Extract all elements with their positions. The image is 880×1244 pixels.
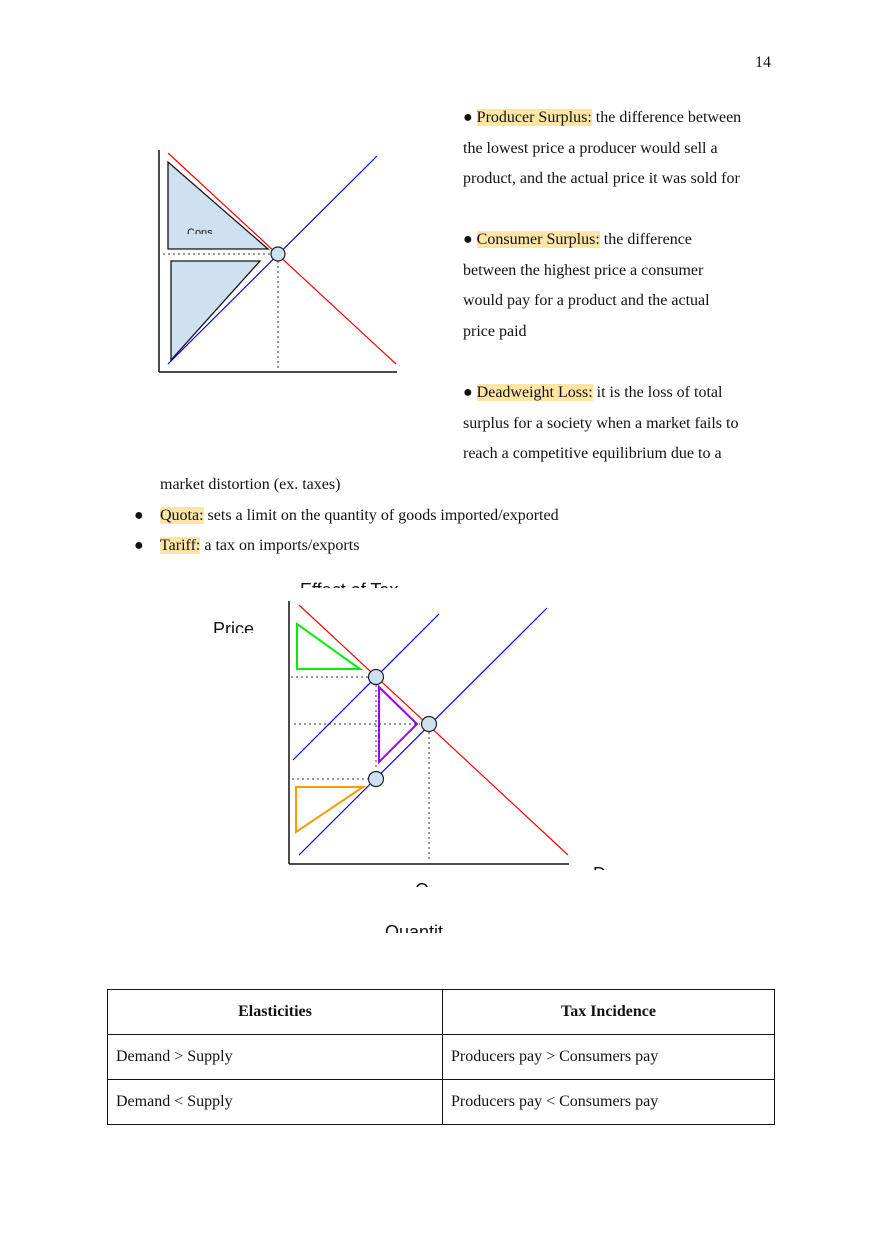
diagram-title: Effect of Tax <box>300 580 398 588</box>
term-tariff: Tariff: <box>160 537 201 554</box>
tax-incidence-table: Elasticities Tax Incidence Demand > Supp… <box>107 989 775 1125</box>
page-number: 14 <box>755 54 771 71</box>
producer-surplus-triangle <box>170 260 262 362</box>
bullet-producer-surplus: ● Producer Surplus: the difference betwe… <box>463 109 742 126</box>
text-line: would pay for a product and the actual <box>463 292 710 309</box>
tax-diagram <box>288 601 569 865</box>
term-producer-surplus: Producer Surplus: <box>476 109 592 126</box>
d-label: D <box>593 864 606 870</box>
term-consumer-surplus: Consumer Surplus: <box>476 231 600 248</box>
bullet-consumer-surplus: ● Consumer Surplus: the difference <box>463 231 692 248</box>
table-header-row: Elasticities Tax Incidence <box>107 989 775 1035</box>
bullet-quota: ●Quota: sets a limit on the quantity of … <box>134 507 559 524</box>
text-line: the lowest price a producer would sell a <box>463 140 718 157</box>
buyer-price-point <box>367 668 385 686</box>
equilibrium-point <box>270 246 286 262</box>
supply-with-tax-line <box>292 613 440 761</box>
text-line: surplus for a society when a market fail… <box>463 415 739 432</box>
supply-line <box>298 607 548 856</box>
supply-line <box>167 155 378 365</box>
text-line: market distortion (ex. taxes) <box>160 476 341 493</box>
consumer-surplus-triangle <box>296 622 364 670</box>
producer-surplus-triangle <box>295 786 367 834</box>
text-line: product, and the actual price it was sol… <box>463 170 740 187</box>
term-quota: Quota: <box>160 507 204 524</box>
table-row: Demand < Supply Producers pay < Consumer… <box>107 1079 775 1125</box>
text-line: reach a competitive equilibrium due to a <box>463 445 722 462</box>
term-deadweight-loss: Deadweight Loss: <box>476 384 593 401</box>
q-label: Q <box>415 880 429 887</box>
quantity-axis-label: Quantit <box>385 922 444 933</box>
table-cell: Demand < Supply <box>107 1079 443 1125</box>
text-line: between the highest price a consumer <box>463 262 704 279</box>
bullet-deadweight-loss: ● Deadweight Loss: it is the loss of tot… <box>463 384 723 401</box>
header-elasticities: Elasticities <box>107 989 443 1035</box>
bullet-tariff: ●Tariff: a tax on imports/exports <box>134 537 360 554</box>
price-axis-label: Price <box>213 619 255 633</box>
header-tax-incidence: Tax Incidence <box>442 989 775 1035</box>
table-row: Demand > Supply Producers pay > Consumer… <box>107 1034 775 1080</box>
table-cell: Producers pay > Consumers pay <box>442 1034 775 1080</box>
table-cell: Producers pay < Consumers pay <box>442 1079 775 1125</box>
equilibrium-point <box>420 715 438 733</box>
text-line: price paid <box>463 323 527 340</box>
consumer-label: Cons <box>187 227 213 234</box>
table-cell: Demand > Supply <box>107 1034 443 1080</box>
seller-price-point <box>367 770 385 788</box>
consumer-surplus-triangle <box>167 160 270 250</box>
